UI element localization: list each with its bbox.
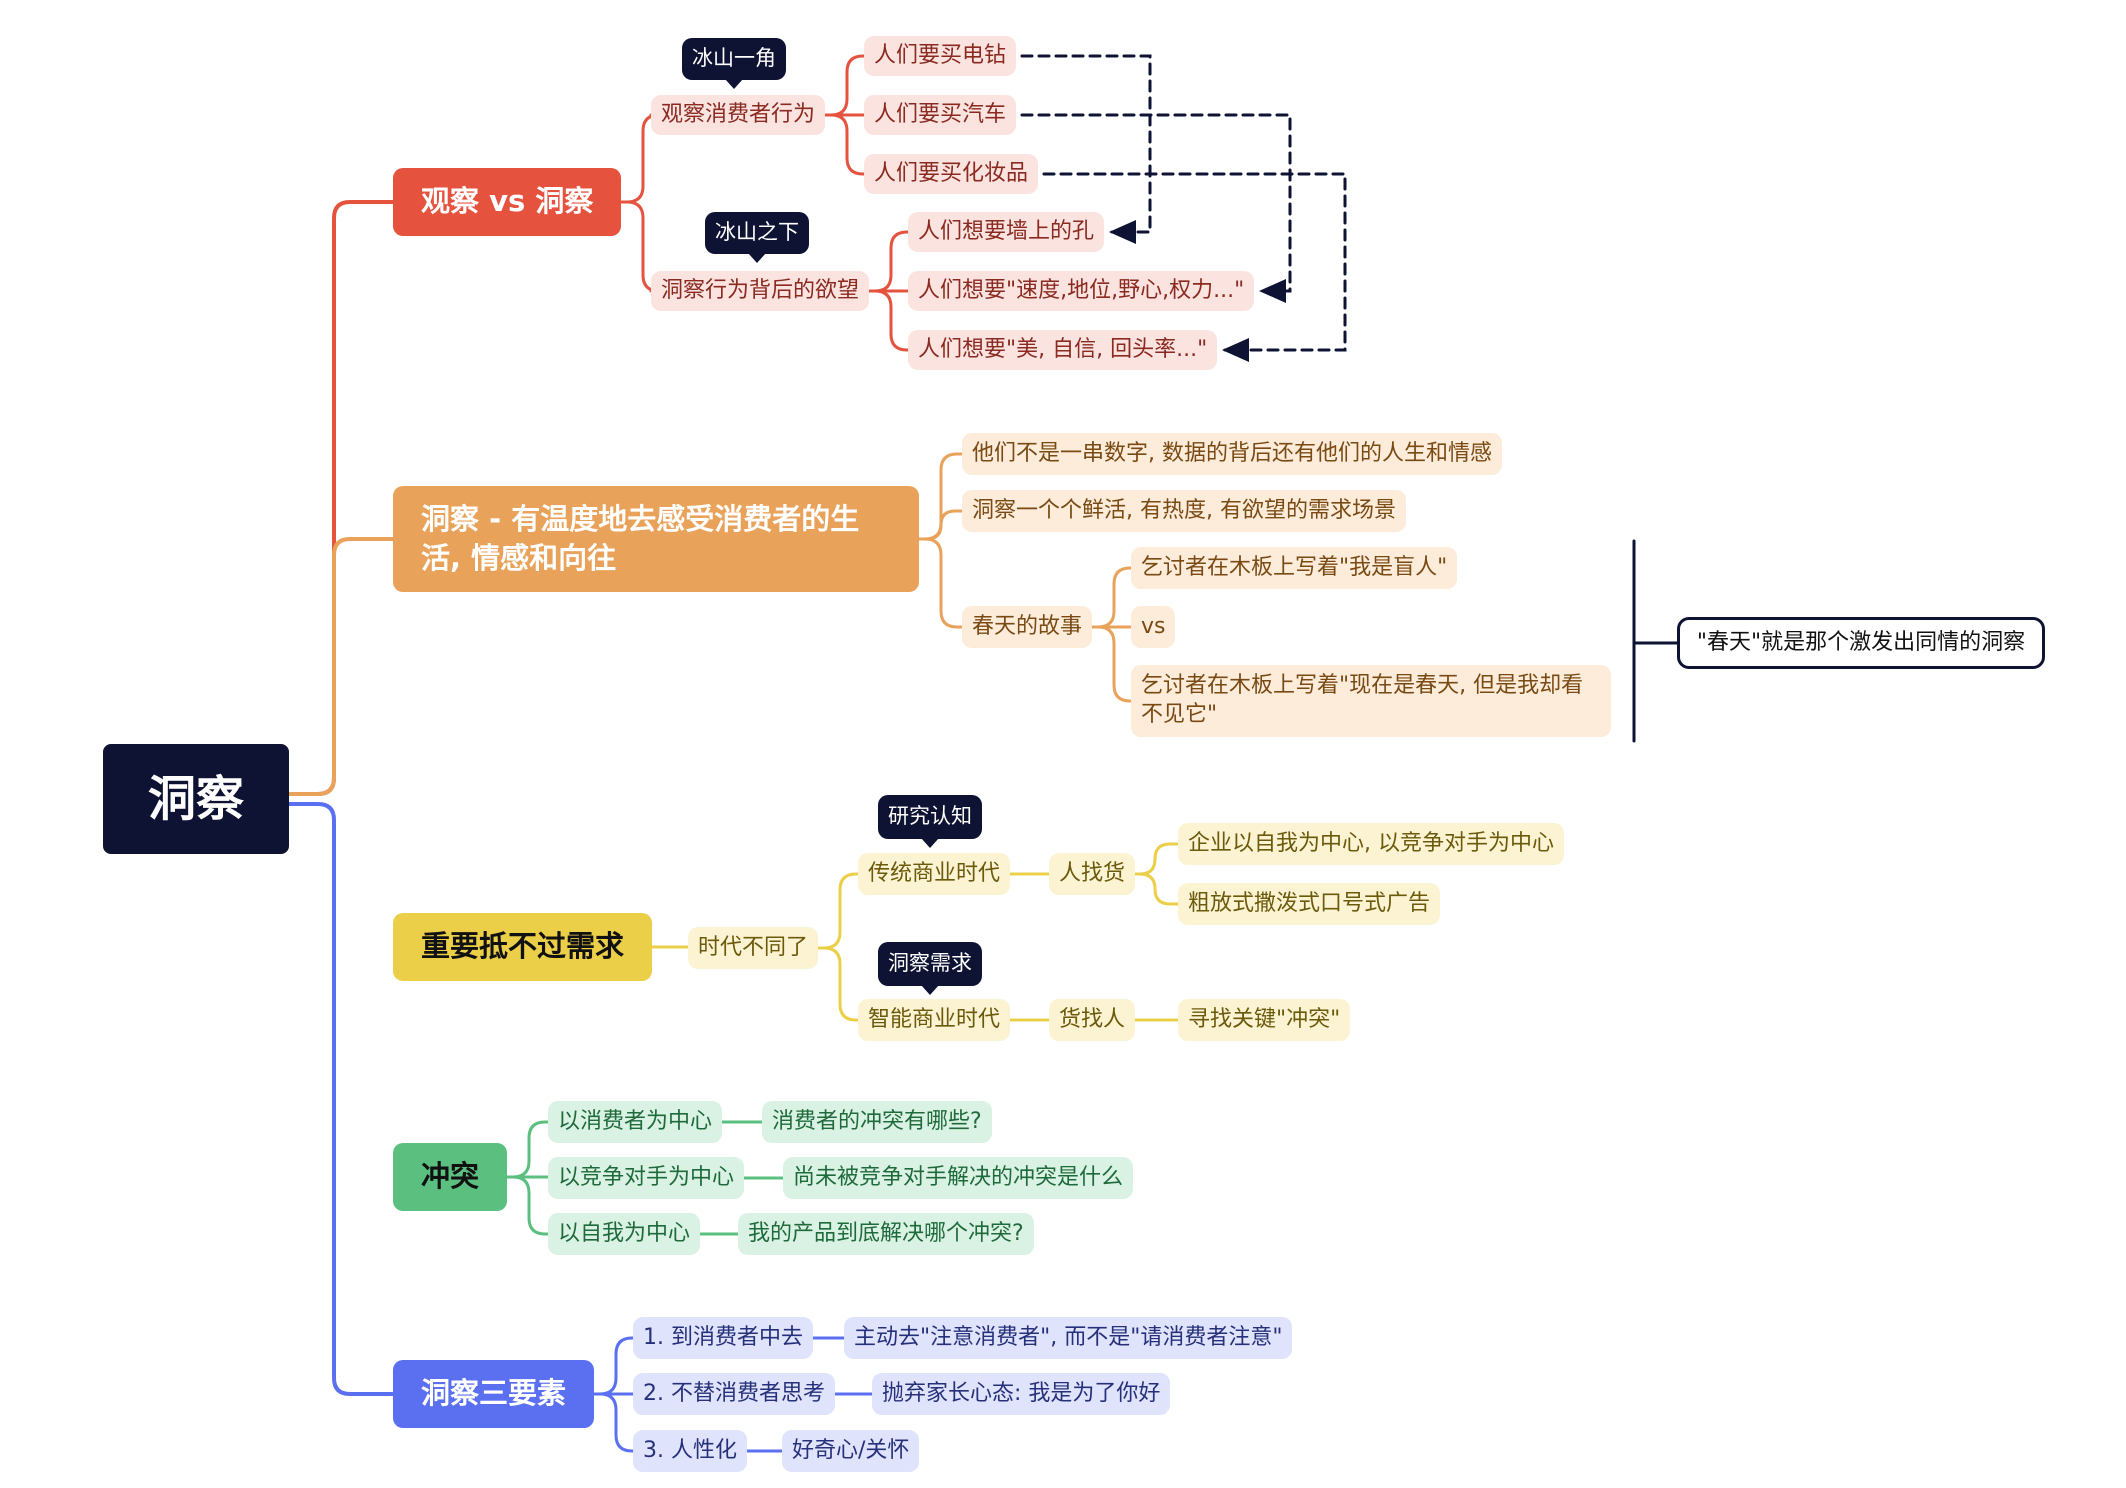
- callout-insight-demand: 洞察需求: [878, 942, 982, 995]
- leaf-buy-drill[interactable]: 人们要买电钻: [864, 36, 1017, 76]
- subtopic-dont-think-for-them[interactable]: 2. 不替消费者思考: [633, 1373, 835, 1415]
- leaf-slogan-ads[interactable]: 粗放式撒泼式口号式广告: [1178, 883, 1441, 925]
- subtopic-desire-behind-behavior[interactable]: 洞察行为背后的欲望: [651, 271, 870, 311]
- subtopic-self-centric[interactable]: 以自我为中心: [548, 1213, 701, 1255]
- branch-conflict[interactable]: 冲突: [393, 1143, 508, 1211]
- callout-below-iceberg: 冰山之下: [705, 212, 809, 263]
- connector-leaf-want-hole: [867, 230, 910, 293]
- connector-leaf-company-centric: [1133, 842, 1180, 876]
- callout-tip-of-iceberg: 冰山一角: [682, 38, 786, 89]
- branch-demand[interactable]: 重要抵不过需求: [393, 913, 653, 981]
- subtopic-go-to-consumers[interactable]: 1. 到消费者中去: [633, 1317, 813, 1359]
- connector-branch-warm-insight: [277, 537, 395, 796]
- summary-spring-insight[interactable]: "春天"就是那个激发出同情的洞察: [1677, 617, 2045, 669]
- subtopic-competitor-centric[interactable]: 以竞争对手为中心: [548, 1157, 745, 1199]
- subtopic-smart-era[interactable]: 智能商业时代: [858, 999, 1011, 1041]
- leaf-company-centric[interactable]: 企业以自我为中心, 以竞争对手为中心: [1178, 823, 1564, 865]
- leaf-want-speed-status[interactable]: 人们想要"速度,地位,野心,权力...": [908, 271, 1255, 311]
- leaf-drop-parent-mindset[interactable]: 抛弃家长心态: 我是为了你好: [872, 1373, 1171, 1415]
- subtopic-observe-behavior[interactable]: 观察消费者行为: [651, 95, 826, 135]
- leaf-not-just-numbers[interactable]: 他们不是一串数字, 数据的背后还有他们的人生和情感: [962, 433, 1502, 475]
- leaf-want-hole[interactable]: 人们想要墙上的孔: [908, 212, 1105, 252]
- connector-subtopic-go-to-consumers: [592, 1336, 635, 1396]
- leaf-notice-consumers[interactable]: 主动去"注意消费者", 而不是"请消费者注意": [844, 1317, 1293, 1359]
- subtopic-consumer-centric[interactable]: 以消费者为中心: [548, 1101, 723, 1143]
- connector-subtopic-spring-story: [917, 537, 964, 629]
- leaf-want-beauty-confidence[interactable]: 人们想要"美, 自信, 回头率...": [908, 330, 1218, 370]
- leaf-curiosity-care[interactable]: 好奇心/关怀: [782, 1430, 920, 1472]
- connector-branch-three-elements: [277, 802, 395, 1396]
- branch-three-elements[interactable]: 洞察三要素: [393, 1360, 595, 1428]
- relationship-leaf-buy-drill: [1020, 54, 1152, 244]
- root-topic[interactable]: 洞察: [103, 744, 289, 854]
- callout-research-cognition: 研究认知: [878, 795, 982, 848]
- connector-leaf-want-beauty-confidence: [867, 289, 910, 352]
- node-goods-find-people[interactable]: 货找人: [1049, 999, 1136, 1041]
- branch-observe-vs-insight[interactable]: 观察 vs 洞察: [393, 168, 622, 236]
- node-people-find-goods[interactable]: 人找货: [1049, 853, 1136, 895]
- connector-leaf-slogan-ads: [1133, 872, 1180, 906]
- relationship-leaf-buy-cosmetics: [1042, 172, 1347, 362]
- leaf-beggar-blind[interactable]: 乞讨者在木板上写着"我是盲人": [1131, 547, 1458, 589]
- connector-leaf-beggar-spring: [1090, 625, 1133, 703]
- leaf-buy-cosmetics[interactable]: 人们要买化妆品: [864, 154, 1039, 194]
- leaf-vivid-scenarios[interactable]: 洞察一个个鲜活, 有热度, 有欲望的需求场景: [962, 490, 1406, 532]
- leaf-buy-car[interactable]: 人们要买汽车: [864, 95, 1017, 135]
- leaf-consumer-conflicts[interactable]: 消费者的冲突有哪些?: [762, 1101, 992, 1143]
- leaf-product-conflict[interactable]: 我的产品到底解决哪个冲突?: [738, 1213, 1034, 1255]
- connector-subtopic-smart-era: [816, 946, 860, 1022]
- connector-subtopic-traditional-era: [816, 872, 860, 950]
- branch-warm-insight[interactable]: 洞察 - 有温度地去感受消费者的生活, 情感和向往: [393, 486, 919, 592]
- connector-leaf-buy-drill: [823, 54, 866, 117]
- leaf-vs[interactable]: vs: [1131, 606, 1176, 648]
- leaf-beggar-spring[interactable]: 乞讨者在木板上写着"现在是春天, 但是我却看不见它": [1131, 665, 1611, 737]
- connector-leaf-beggar-blind: [1090, 566, 1133, 629]
- leaf-unsolved-conflicts[interactable]: 尚未被竞争对手解决的冲突是什么: [783, 1157, 1134, 1199]
- connector-subtopic-humanize: [592, 1392, 635, 1453]
- connector-subtopic-consumer-centric: [505, 1120, 550, 1179]
- subtopic-traditional-era[interactable]: 传统商业时代: [858, 853, 1011, 895]
- connector-leaf-buy-cosmetics: [823, 113, 866, 176]
- subtopic-times-changed[interactable]: 时代不同了: [688, 927, 819, 969]
- connector-subtopic-self-centric: [505, 1175, 550, 1236]
- relationship-leaf-buy-car: [1020, 113, 1292, 303]
- subtopic-spring-story[interactable]: 春天的故事: [962, 606, 1093, 648]
- subtopic-humanize[interactable]: 3. 人性化: [633, 1430, 747, 1472]
- connector-leaf-vivid-scenarios: [917, 509, 964, 541]
- leaf-find-key-conflict[interactable]: 寻找关键"冲突": [1178, 999, 1351, 1041]
